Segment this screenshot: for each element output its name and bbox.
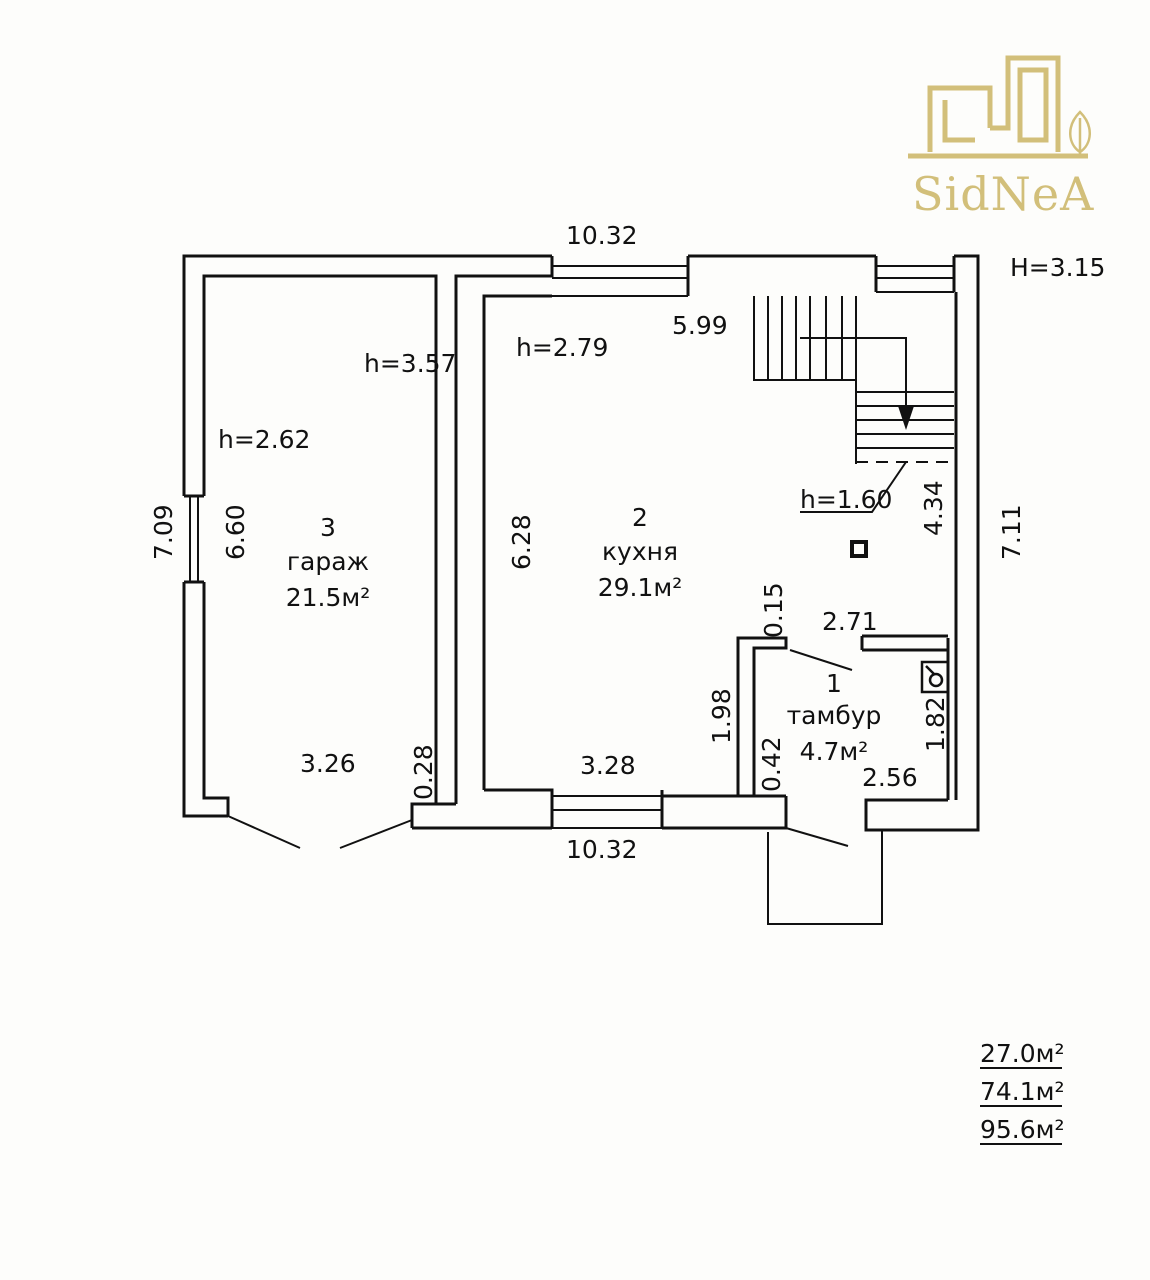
dim-stair-side: 4.34 (919, 480, 948, 536)
room-number: 1 (826, 669, 842, 698)
column-icon (850, 540, 868, 558)
dim-vestibule-left: 1.98 (707, 688, 736, 744)
height-stair: h=1.60 (800, 485, 892, 514)
dim-garage-height: 6.60 (221, 504, 250, 560)
room-vestibule: 1 тамбур 4.7м² (787, 669, 882, 766)
room-area: 21.5м² (286, 583, 371, 612)
dim-garage-wall: 0.28 (409, 744, 438, 800)
house-logo-icon (908, 55, 1088, 159)
staircase (753, 296, 954, 464)
total-area-1: 27.0м² (980, 1039, 1065, 1068)
room-name: гараж (287, 547, 369, 576)
dimensions: 10.32 10.32 7.09 7.11 6.60 6.28 5.99 3.2… (149, 221, 1026, 864)
area-totals: 27.0м² 74.1м² 95.6м² (980, 1039, 1065, 1145)
dim-kitchen-bottom: 3.28 (580, 751, 636, 780)
height-building: H=3.15 (1010, 253, 1105, 282)
dim-left-outer: 7.09 (149, 504, 178, 560)
dim-vestibule-gap: 0.15 (759, 582, 788, 638)
dim-vestibule-bottom: 2.56 (862, 763, 918, 792)
dim-vestibule-top: 2.71 (822, 607, 878, 636)
room-number: 3 (320, 513, 336, 542)
total-area-2: 74.1м² (980, 1077, 1065, 1106)
logo-text: SidNeA (912, 167, 1094, 221)
dim-vestibule-right: 1.82 (921, 696, 950, 752)
heights: H=3.15 h=3.57 h=2.62 h=2.79 h=1.60 (218, 253, 1105, 514)
dim-bottom-overall: 10.32 (566, 835, 638, 864)
room-number: 2 (632, 503, 648, 532)
dim-top-overall: 10.32 (566, 221, 638, 250)
windows (189, 265, 954, 829)
dim-kitchen-height: 6.28 (507, 514, 536, 570)
dim-vestibule-jamb: 0.42 (757, 736, 786, 792)
leaf-icon (1069, 110, 1091, 156)
stair-arrow-icon (898, 406, 914, 430)
dim-garage-bottom: 3.26 (300, 749, 356, 778)
doors (227, 649, 853, 849)
porch (767, 830, 883, 925)
dim-right-outer: 7.11 (997, 504, 1026, 560)
leader-lines (800, 461, 907, 513)
dim-kitchen-top: 5.99 (672, 311, 728, 340)
room-area: 4.7м² (800, 737, 869, 766)
room-garage: 3 гараж 21.5м² (286, 513, 371, 612)
height-garage-b: h=2.62 (218, 425, 310, 454)
height-garage-a: h=3.57 (364, 349, 456, 378)
room-area: 29.1м² (598, 573, 683, 602)
height-kitchen: h=2.79 (516, 333, 608, 362)
room-kitchen: 2 кухня 29.1м² (598, 503, 683, 602)
total-area-3: 95.6м² (980, 1115, 1065, 1144)
room-name: кухня (602, 537, 678, 566)
room-name: тамбур (787, 701, 882, 730)
sidnea-logo: SidNeA (908, 55, 1094, 221)
boiler-icon (920, 660, 950, 694)
